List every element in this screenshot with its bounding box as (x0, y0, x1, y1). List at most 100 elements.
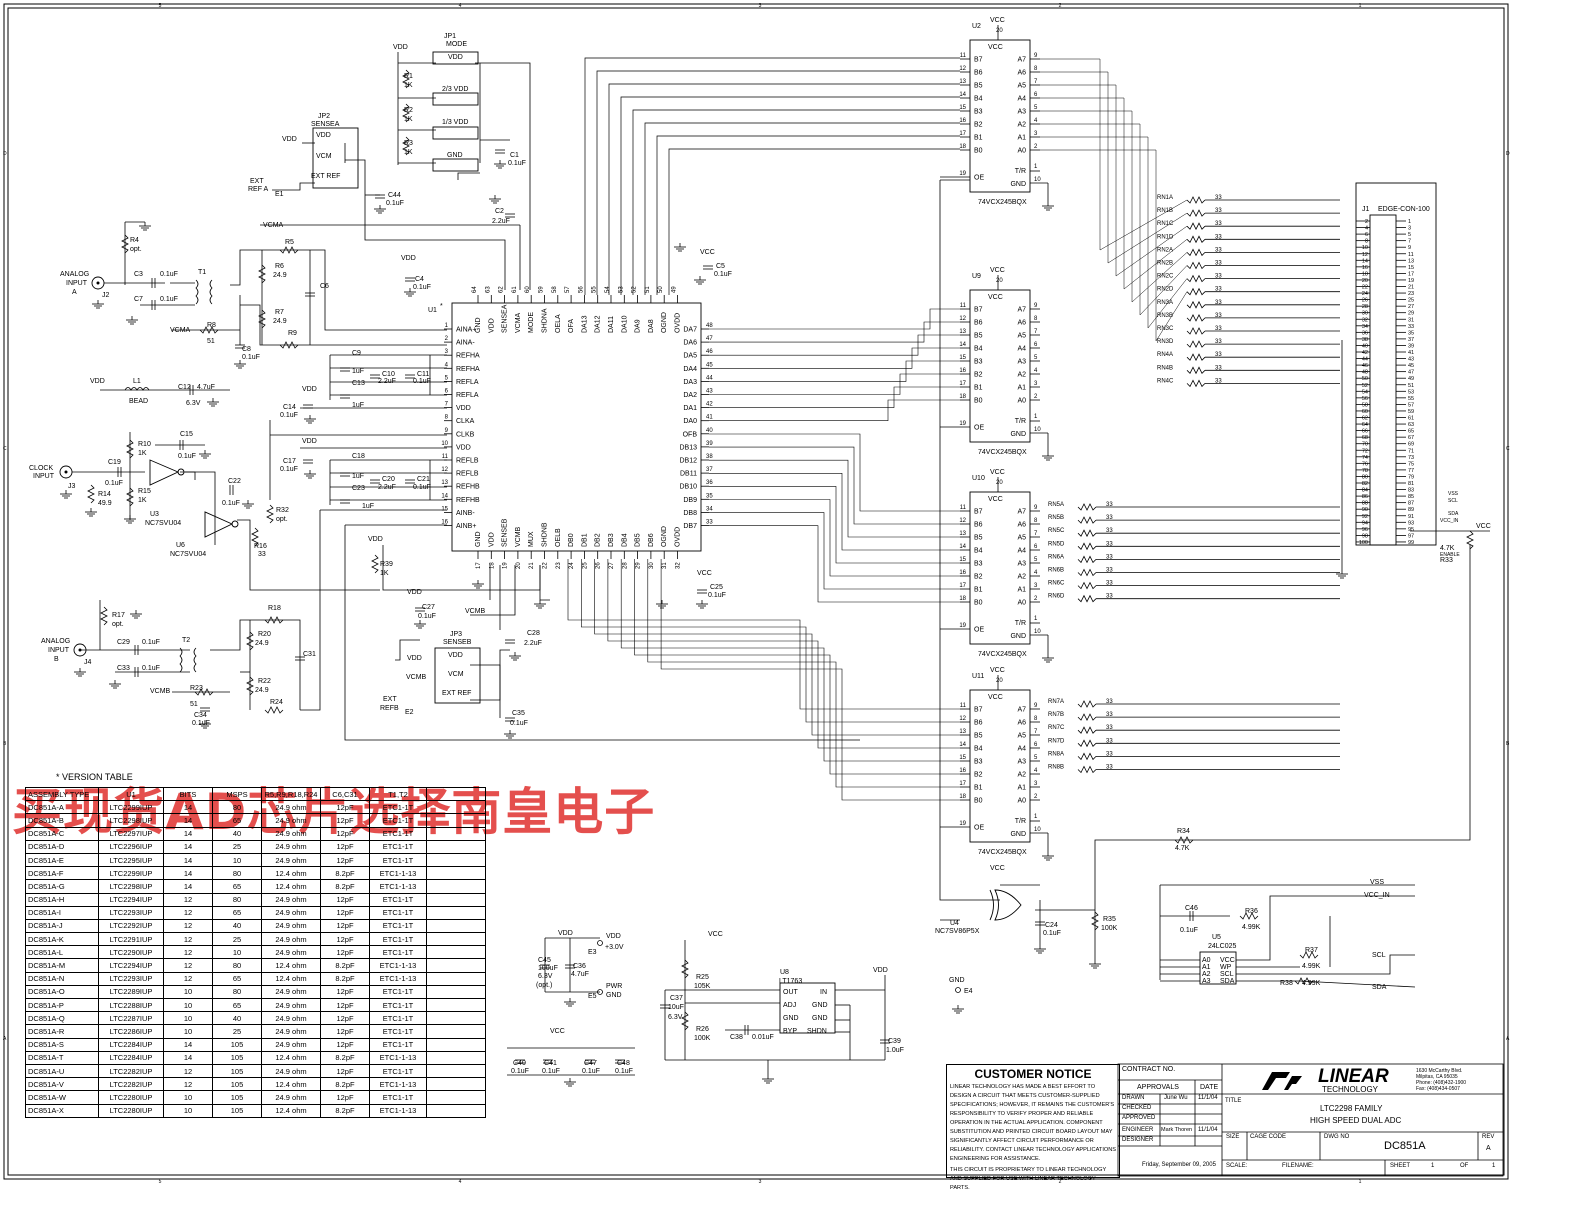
schematic-label: R37 (1305, 947, 1318, 954)
schematic-label: R23 (190, 685, 203, 692)
pin-name: VCMB (515, 526, 522, 547)
tb-addr1: 1630 McCarthy Blvd. (1416, 1068, 1463, 1074)
schematic-label: JP1 (444, 33, 456, 40)
pin-number: 5 (1034, 105, 1038, 111)
schematic-label: VDD (558, 930, 573, 937)
pin-name: DB1 (581, 533, 588, 547)
schematic-label: 0.1uF (1180, 927, 1198, 934)
ground-icon (374, 205, 386, 214)
resistor-symbol (1186, 379, 1206, 388)
schematic-label: NC7SV86P5X (935, 928, 980, 935)
ground-icon (674, 243, 686, 252)
tb-sheet-no: 1 (1431, 1163, 1435, 1169)
pin-name: VCMA (515, 312, 522, 333)
resistor-symbol (1186, 366, 1206, 375)
border-row-label: B (3, 741, 7, 747)
schematic-label: 24.9 (273, 318, 287, 325)
pin-name: A4 (1017, 346, 1026, 353)
tb-date-header: DATE (1200, 1084, 1219, 1091)
pin-number: 31 (1408, 317, 1414, 323)
transformer-symbol (195, 279, 213, 305)
pin-number: 20 (516, 562, 522, 569)
buffer-ref: U2 (972, 23, 981, 30)
pin-name: B2 (974, 574, 983, 581)
vcc-label: VCC (1476, 523, 1491, 530)
pin-number: 11 (960, 303, 967, 309)
resistor-symbol (1077, 713, 1097, 721)
border-row-label: A (1506, 1036, 1510, 1042)
schematic-label: 0.1uF (105, 480, 123, 487)
schematic-label: 0.1uF (508, 160, 526, 167)
tb-cage: CAGE CODE (1250, 1134, 1287, 1140)
schematic-label: U5 (1212, 934, 1221, 941)
ground-icon (564, 998, 576, 1007)
tb-company: LINEAR (1318, 1066, 1389, 1087)
pin-name: DA12 (595, 315, 602, 333)
schematic-label: A0 (1202, 957, 1211, 964)
pin-number: 10 (1362, 245, 1368, 251)
pin-number: 8 (1034, 518, 1038, 524)
schematic-label: C27 (422, 604, 435, 611)
pin-number: 56 (1362, 396, 1368, 402)
pin-number: 78 (1362, 468, 1368, 474)
schematic-label: C45 (538, 957, 551, 964)
resistor-network-value: 33 (1215, 287, 1222, 293)
pin-number: 2 (1034, 596, 1038, 602)
tb-drawn: DRAWN (1122, 1095, 1145, 1101)
resistor-network-value: 33 (1215, 339, 1222, 345)
resistor-network-ref: RN6D (1048, 594, 1065, 600)
schematic-label: R22 (258, 678, 271, 685)
pin-number: 61 (1408, 416, 1414, 422)
pin-number: 11 (442, 454, 449, 460)
ground-icon (242, 500, 254, 509)
schematic-label: VDD (448, 54, 463, 61)
resistor-symbol (1077, 555, 1097, 564)
pin-number: 19 (959, 171, 966, 177)
pin-number: 86 (1362, 494, 1368, 500)
pin-number: 9 (1034, 703, 1038, 709)
pin-name: DB7 (683, 523, 697, 530)
resistor-symbol (1186, 287, 1206, 296)
schematic-label: 0.1uF (142, 665, 160, 672)
schematic-label: 0.1uF (1043, 930, 1061, 937)
schematic-label: 0.1uF (280, 412, 298, 419)
schematic-label: T2 (182, 637, 190, 644)
pin-number: 58 (1362, 402, 1368, 408)
pin-number: 18 (959, 596, 966, 602)
pin-name: AINB- (456, 510, 475, 517)
pin-number: 45 (706, 362, 713, 368)
ground-icon (1336, 570, 1348, 579)
border-col-label: 4 (459, 1179, 462, 1185)
schematic-label: C48 (617, 1060, 630, 1067)
pin-name: AINA- (456, 340, 475, 347)
resistor-symbol (1186, 235, 1206, 244)
schematic-label: 1uF (352, 368, 364, 375)
pin-number: 11 (1408, 252, 1414, 258)
schematic-label: R2 (404, 107, 413, 114)
pin-number: 13 (1408, 258, 1414, 264)
resistor-symbol (371, 554, 379, 574)
pin-number: 8 (1365, 239, 1368, 245)
schematic-label: VSS (1370, 879, 1384, 886)
signal-label: VCC_IN (1440, 518, 1459, 524)
pin-name: DB12 (679, 458, 697, 465)
vcc-label: VCC (988, 44, 1003, 51)
table-cell: 105 (212, 1103, 262, 1118)
resistor-network-value: 33 (1106, 515, 1113, 521)
pin-number: 14 (959, 342, 966, 348)
pin-name: DB5 (635, 533, 642, 547)
pin-name: OFB (683, 431, 698, 438)
pin-name: CLKB (456, 431, 475, 438)
pin-name: SENSEA (502, 304, 509, 333)
resistor-network-value: 33 (1215, 208, 1222, 214)
pin-number: 44 (706, 375, 713, 381)
schematic-label: INPUT (33, 473, 55, 480)
border-col-label: 4 (459, 3, 462, 9)
schematic-label: C18 (352, 453, 365, 460)
schematic-label: C8 (242, 346, 251, 353)
schematic-label: 4.99K (1302, 980, 1321, 987)
schematic-label: 0.1uF (510, 720, 528, 727)
tb-company2: TECHNOLOGY (1322, 1085, 1379, 1094)
